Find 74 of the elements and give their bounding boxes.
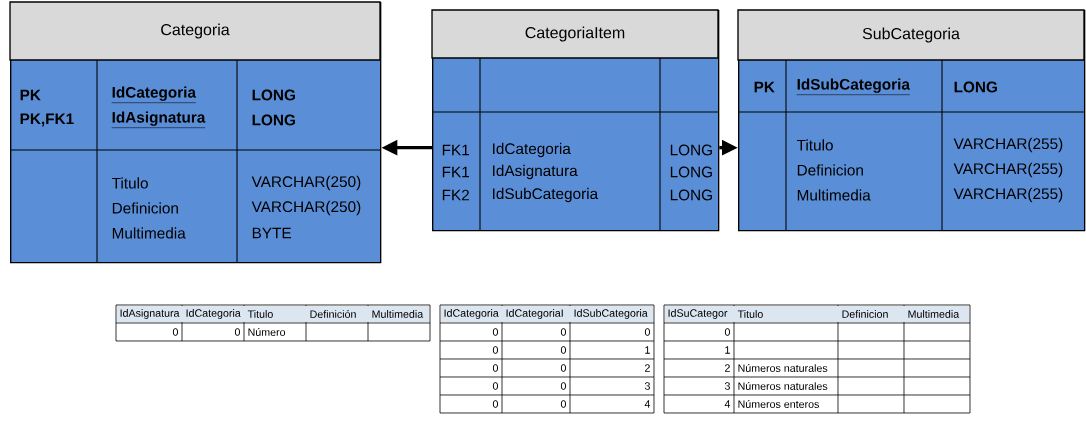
table-cell: 0 [492, 328, 498, 336]
table-cell: 3 [644, 382, 650, 390]
field-type: VARCHAR(255) [953, 162, 1063, 178]
field-name: IdAsignatura [111, 111, 206, 128]
column-header: IdSubCategoria [574, 309, 648, 319]
field-name: IdCategoria [111, 86, 197, 103]
key-label: PK [754, 81, 775, 93]
field-type: BYTE [252, 227, 291, 239]
field-name: IdSubCategoria [493, 187, 599, 203]
table-title: CategoriaItem [525, 26, 625, 42]
entity-table [9, 1, 382, 264]
column-header: IdCategoria [186, 309, 241, 319]
field-name: Definicion [112, 202, 178, 214]
field-name: Titulo [796, 139, 833, 151]
field-type: LONG [670, 189, 712, 201]
table-cell: 3 [724, 382, 730, 390]
field-name: IdCategoria [493, 142, 571, 158]
field-name: Multimedia [797, 189, 871, 201]
table-cell: 0 [644, 328, 650, 336]
table-cell: Números naturales [738, 364, 828, 372]
table-cell: 4 [724, 400, 731, 408]
table-cell: 1 [725, 346, 730, 354]
column-header: Definición [310, 310, 356, 318]
key-label: PK,FK1 [20, 113, 74, 127]
field-type: VARCHAR(255) [953, 187, 1063, 203]
table-cell: 0 [492, 346, 498, 354]
table-cell: 0 [560, 328, 566, 336]
column-header: Definicion [842, 310, 888, 318]
table-cell: 1 [645, 346, 650, 354]
column-header: IdAsignatura [120, 309, 180, 319]
table-title: Categoria [161, 23, 230, 39]
column-header: Multimedia [372, 310, 424, 318]
entity-table [431, 9, 720, 232]
table-cell: 0 [560, 382, 566, 390]
field-name: Multimedia [112, 227, 186, 239]
column-header: IdSuCategor [668, 309, 728, 319]
column-header: Titulo [737, 310, 763, 318]
key-label: FK2 [442, 189, 469, 201]
field-type: LONG [954, 81, 997, 93]
column-header: Titulo [247, 310, 273, 318]
column-header: Multimedia [908, 310, 960, 318]
field-name: Titulo [111, 177, 148, 189]
table-cell: 0 [492, 364, 498, 372]
field-name: Definicion [797, 164, 863, 176]
table-cell: 0 [172, 328, 178, 336]
key-label: PK [20, 89, 41, 101]
table-cell: Números naturales [738, 382, 828, 390]
field-name: IdSubCategoria [796, 78, 911, 95]
table-cell: 0 [560, 400, 566, 408]
field-type: VARCHAR(250) [251, 200, 361, 216]
table-cell: 0 [234, 328, 240, 336]
table-cell: 2 [725, 364, 730, 372]
table-cell: 0 [492, 382, 498, 390]
column-header: IdCategoria [444, 309, 499, 319]
table-title: SubCategoria [862, 27, 960, 43]
column-header: IdCategoriaI [506, 309, 563, 319]
table-cell: Números enteros [738, 400, 819, 408]
field-name: IdAsignatura [493, 164, 578, 180]
table-cell: 0 [560, 364, 566, 372]
table-cell: 0 [724, 328, 730, 336]
table-cell: 0 [492, 400, 498, 408]
key-label: FK1 [442, 144, 469, 156]
field-type: LONG [252, 114, 295, 126]
field-type: LONG [252, 89, 295, 101]
table-cell: 2 [645, 364, 650, 372]
table-cell: 0 [560, 346, 566, 354]
field-type: VARCHAR(250) [251, 175, 361, 191]
field-type: LONG [670, 166, 712, 178]
entity-table [737, 9, 1086, 232]
key-label: FK1 [442, 166, 469, 178]
table-cell: 4 [644, 400, 651, 408]
field-type: LONG [670, 144, 712, 156]
field-type: VARCHAR(255) [953, 137, 1063, 153]
table-cell: Número [248, 328, 286, 336]
